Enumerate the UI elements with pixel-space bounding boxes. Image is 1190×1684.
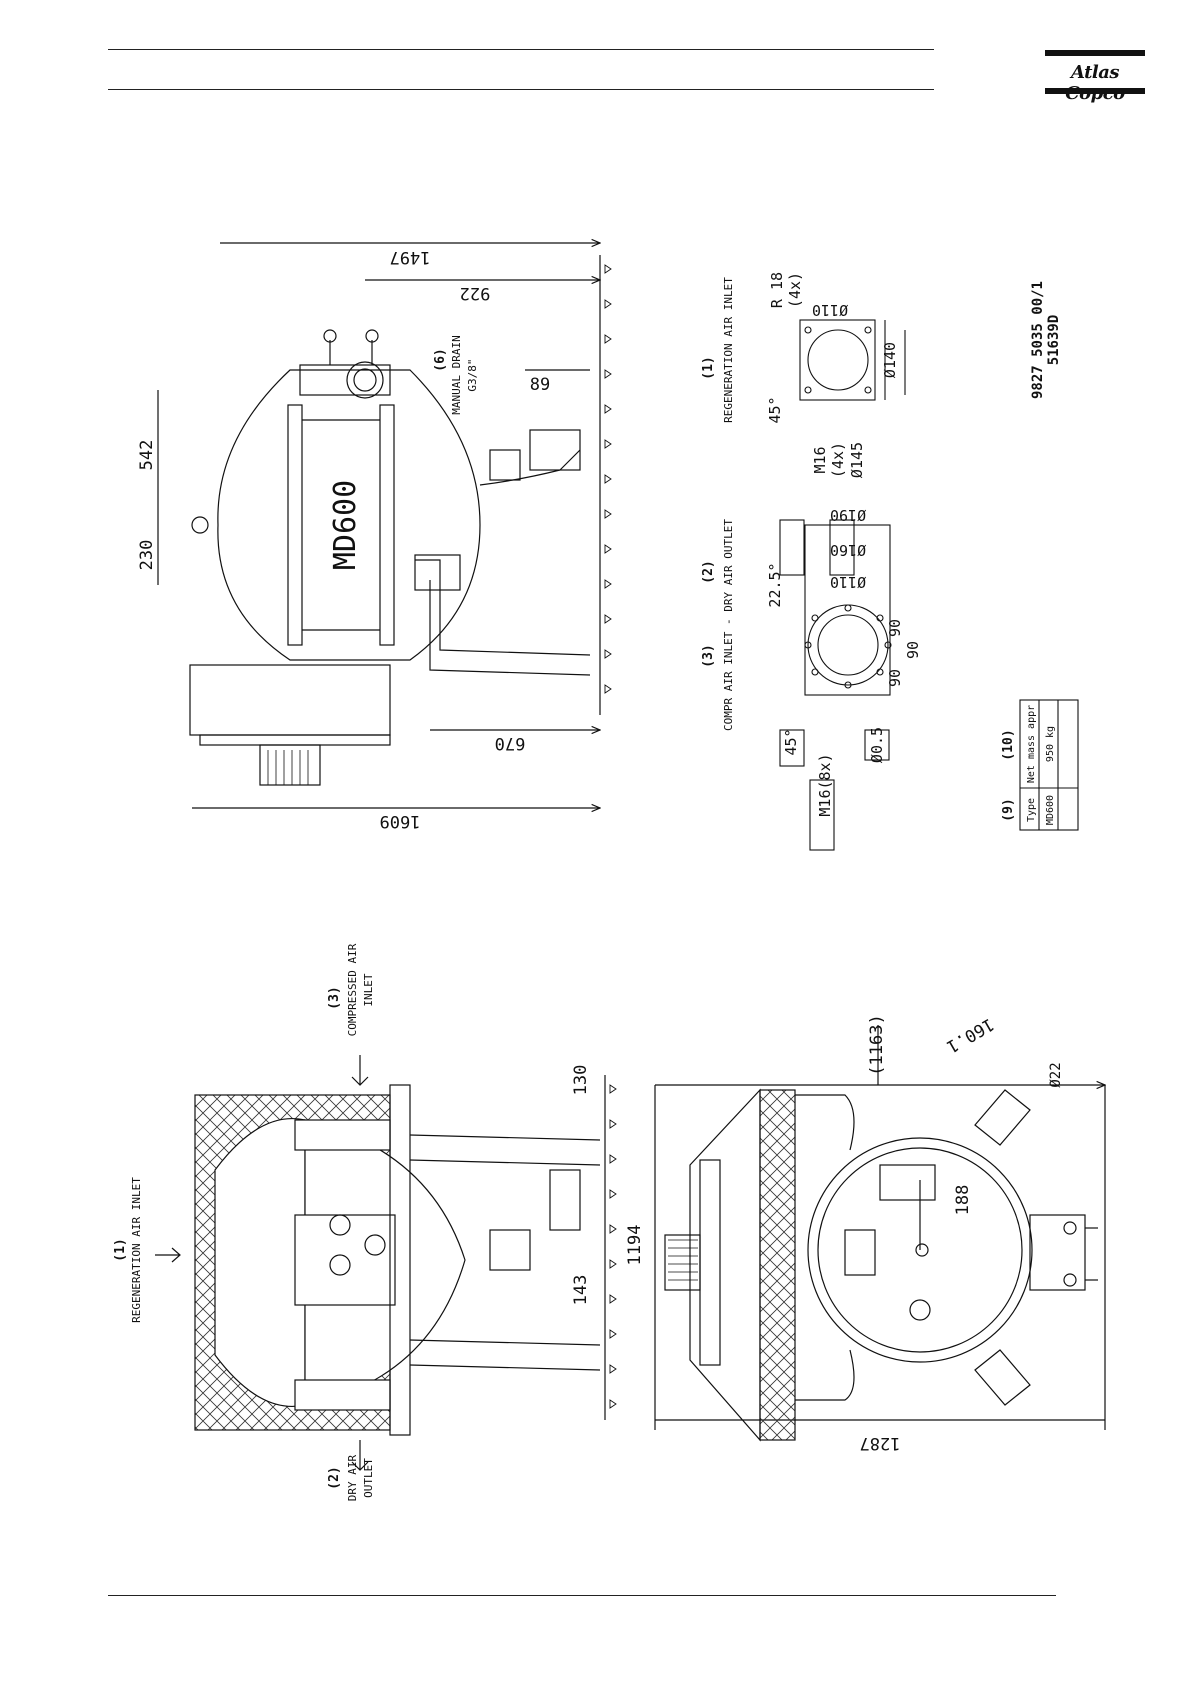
table-header-mass: Net mass appr bbox=[1026, 705, 1037, 783]
top-view-labels: 1497 922 542 230 89 670 1609 MD600 (6) M… bbox=[137, 247, 550, 831]
table-header-type: Type bbox=[1026, 798, 1037, 822]
pv-dim-160: 160.1 bbox=[943, 1014, 997, 1057]
pv-dim-1287: 1287 bbox=[860, 1433, 901, 1453]
dim-670: 670 bbox=[495, 733, 526, 753]
drain-ref: (6) bbox=[433, 348, 448, 371]
bv-compr-label-1: COMPRESSED AIR bbox=[346, 943, 359, 1036]
table-ref-9: (9) bbox=[1001, 798, 1016, 821]
dim-542: 542 bbox=[137, 440, 157, 471]
dim-230: 230 bbox=[137, 540, 157, 571]
table-cell-type: MD600 bbox=[1045, 795, 1056, 825]
plan-view bbox=[654, 1025, 1105, 1442]
bv-compr-label-2: INLET bbox=[362, 973, 375, 1006]
compr-ref: (3) bbox=[701, 644, 716, 667]
drain-size: G3/8" bbox=[466, 358, 479, 391]
regen-label: REGENERATION AIR INLET bbox=[722, 277, 735, 423]
bv-regen-ref: (1) bbox=[113, 1238, 128, 1261]
drain-label: MANUAL DRAIN bbox=[450, 335, 463, 414]
table-ref-10: (10) bbox=[1001, 729, 1016, 760]
atlas-copco-logo: Atlas Copco bbox=[1045, 50, 1145, 104]
dim-922: 922 bbox=[460, 283, 491, 303]
regen-4x-a: (4x) bbox=[786, 272, 804, 308]
regen-d110: Ø110 bbox=[812, 301, 848, 319]
pv-dim-188: 188 bbox=[953, 1185, 973, 1216]
flange-45: 45° bbox=[782, 728, 800, 755]
dim-1497: 1497 bbox=[390, 247, 431, 267]
bv-compr-ref: (3) bbox=[327, 986, 342, 1009]
pv-dim-22: Ø22 bbox=[1048, 1062, 1064, 1087]
flange-m16-8x: M16(8x) bbox=[816, 753, 834, 816]
header-rule-bottom bbox=[108, 89, 934, 90]
dry-ref: (2) bbox=[701, 560, 716, 583]
dim-89: 89 bbox=[530, 375, 550, 395]
flange-labels: (1) REGENERATION AIR INLET R 18 (4x) Ø11… bbox=[701, 272, 1062, 825]
flange-d110: Ø110 bbox=[830, 573, 866, 591]
dim-1609: 1609 bbox=[380, 811, 421, 831]
side-view bbox=[155, 1055, 617, 1471]
regen-45: 45° bbox=[766, 396, 784, 423]
bv-dry-label-1: DRY AIR bbox=[346, 1454, 359, 1501]
regen-ref: (1) bbox=[701, 356, 716, 379]
model-label: MD600 bbox=[328, 480, 363, 570]
regen-d140: Ø140 bbox=[881, 342, 899, 378]
bv-dim-130: 130 bbox=[571, 1065, 591, 1096]
pv-dim-1163: (1163) bbox=[867, 1014, 887, 1075]
flange-details bbox=[779, 319, 1079, 851]
flange-tolerance: Ø0.5 bbox=[868, 727, 886, 763]
plan-view-labels: (1163) 160.1 Ø22 188 1287 bbox=[860, 1014, 1064, 1453]
flange-90-b: 90 bbox=[886, 669, 904, 687]
header-rule-top bbox=[108, 49, 934, 50]
bv-regen-label: REGENERATION AIR INLET bbox=[130, 1177, 143, 1323]
regen-d145: Ø145 bbox=[848, 442, 866, 478]
regen-4x-b: (4x) bbox=[829, 442, 847, 478]
compr-label: COMPR AIR INLET - DRY AIR OUTLET bbox=[722, 519, 735, 731]
table-cell-mass: 950 kg bbox=[1045, 726, 1056, 762]
regen-r18: R 18 bbox=[768, 272, 786, 308]
side-view-labels: (1) REGENERATION AIR INLET (3) COMPRESSE… bbox=[113, 943, 645, 1501]
doc-number: 9827 5035 00/1 bbox=[1030, 281, 1046, 399]
bv-dim-143: 143 bbox=[571, 1275, 591, 1306]
drawing-number: 51639D bbox=[1046, 315, 1062, 366]
top-view bbox=[157, 243, 612, 808]
regen-m16: M16 bbox=[811, 446, 829, 473]
bv-dry-label-2: OUTLET bbox=[362, 1458, 375, 1498]
flange-22-5: 22.5° bbox=[766, 562, 784, 607]
bv-dry-ref: (2) bbox=[327, 1466, 342, 1489]
flange-90-a: 90 bbox=[886, 619, 904, 637]
flange-90-c: 90 bbox=[904, 641, 922, 659]
footer-rule bbox=[108, 1595, 1056, 1596]
flange-d190: Ø190 bbox=[830, 506, 866, 524]
bv-dim-1194: 1194 bbox=[625, 1225, 645, 1266]
flange-d160: Ø160 bbox=[830, 541, 866, 559]
